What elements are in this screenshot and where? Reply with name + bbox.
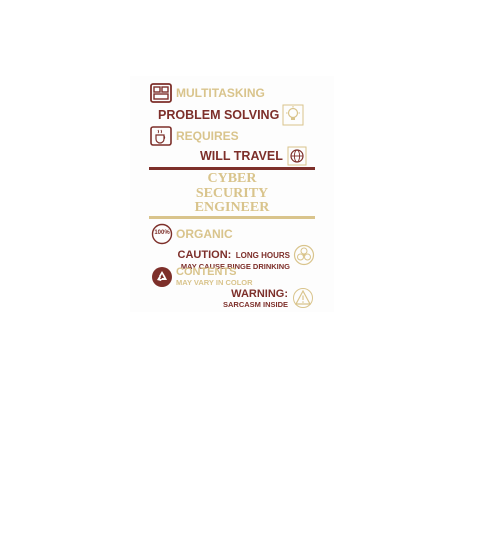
will-travel-text: WILL TRAVEL bbox=[200, 148, 283, 163]
organic-text: ORGANIC bbox=[176, 227, 233, 241]
coffee-cup-icon bbox=[150, 126, 172, 146]
caution-text: LONG HOURS bbox=[235, 251, 290, 260]
title-line-security: SECURITY bbox=[195, 186, 269, 201]
warning-block: WARNING: SARCASM INSIDE bbox=[170, 289, 288, 309]
problem-solving-text: PROBLEM SOLVING bbox=[158, 107, 280, 122]
problem-solving-row: PROBLEM SOLVING bbox=[158, 104, 304, 126]
tan-divider bbox=[149, 216, 315, 219]
contents-subtext: MAY VARY IN COLOR bbox=[176, 278, 253, 288]
title-line-engineer: ENGINEER bbox=[194, 200, 270, 215]
contents-text: CONTENTS bbox=[176, 266, 237, 279]
warning-subtext: SARCASM INSIDE bbox=[222, 300, 288, 309]
contents-row: CONTENTS MAY VARY IN COLOR bbox=[151, 266, 253, 288]
maroon-divider bbox=[149, 167, 315, 170]
will-travel-row: WILL TRAVEL bbox=[200, 146, 307, 166]
requires-row: REQUIRES bbox=[150, 126, 239, 146]
caution-block: CAUTION: LONG HOURS MAY CAUSE BINGE DRIN… bbox=[150, 246, 290, 271]
title-line-cyber: CYBER bbox=[207, 171, 257, 186]
warning-triangle-icon bbox=[292, 287, 314, 309]
windows-icon bbox=[150, 83, 172, 103]
hundred-percent-text: 100% bbox=[154, 230, 170, 236]
lightbulb-icon bbox=[282, 104, 304, 126]
hundred-percent-icon: 100% bbox=[151, 223, 173, 245]
organic-row: 100% ORGANIC bbox=[151, 223, 233, 245]
multitasking-text: MULTITASKING bbox=[176, 86, 265, 100]
globe-icon bbox=[287, 146, 307, 166]
caution-heading: CAUTION: bbox=[177, 249, 232, 261]
multitasking-row: MULTITASKING bbox=[150, 83, 265, 103]
warning-heading: WARNING: bbox=[231, 288, 288, 300]
caution-subtext: MAY CAUSE BINGE DRINKING bbox=[180, 262, 290, 271]
recycle-icon bbox=[151, 266, 173, 288]
requires-text: REQUIRES bbox=[176, 129, 239, 143]
shirt-design: MULTITASKING PROBLEM SOLVING REQUI bbox=[130, 76, 334, 312]
biohazard-icon bbox=[293, 244, 315, 266]
